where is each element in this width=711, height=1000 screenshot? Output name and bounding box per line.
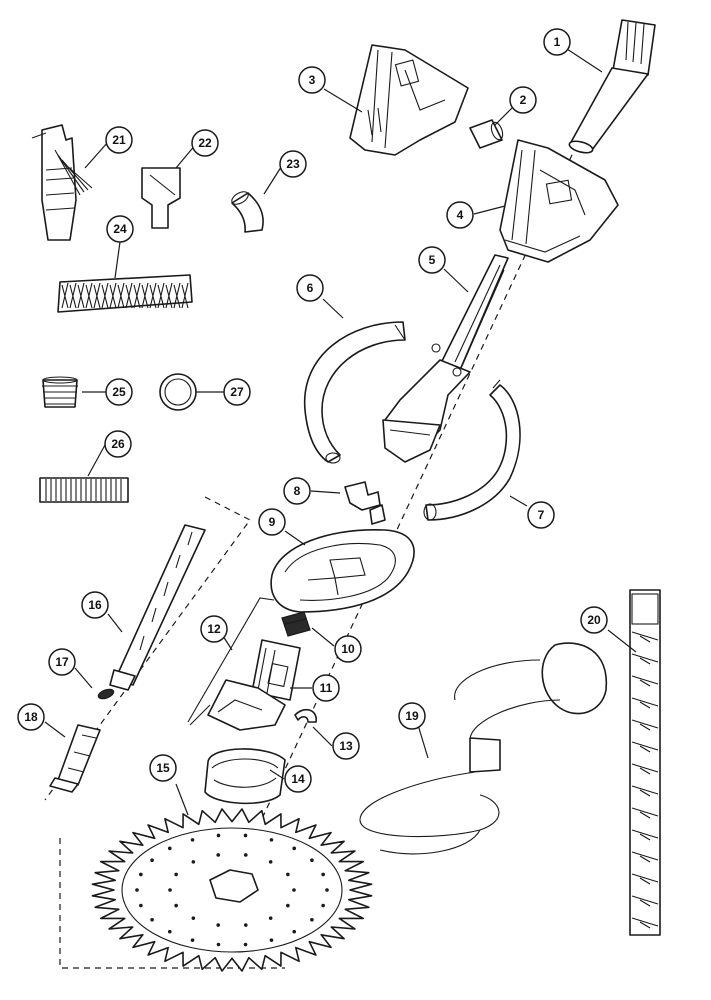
callout-label: 10 bbox=[341, 642, 355, 656]
part-right-bumper bbox=[423, 379, 521, 521]
callout-label: 21 bbox=[112, 133, 126, 147]
callout-25: 25 bbox=[105, 378, 133, 406]
callout-label: 13 bbox=[339, 739, 353, 753]
part-clip bbox=[344, 481, 386, 525]
part-hose-segment bbox=[109, 524, 206, 691]
callout-3: 3 bbox=[298, 66, 326, 94]
part-upper-swivel-housing bbox=[349, 44, 469, 156]
callout-11: 11 bbox=[312, 674, 340, 702]
part-o-ring bbox=[97, 688, 115, 700]
callout-label: 14 bbox=[291, 772, 305, 786]
callout-16: 16 bbox=[81, 591, 109, 619]
part-turbine-housing bbox=[187, 597, 286, 731]
callout-label: 20 bbox=[587, 613, 601, 627]
callout-1: 1 bbox=[543, 28, 571, 56]
callout-9: 9 bbox=[258, 508, 286, 536]
part-hose-adapter bbox=[568, 19, 656, 154]
part-connector-block bbox=[281, 611, 311, 637]
part-float-plate bbox=[270, 529, 415, 613]
part-body-pivot bbox=[382, 254, 509, 463]
part-ring bbox=[159, 373, 197, 411]
part-small-clip bbox=[294, 708, 317, 723]
callout-label: 15 bbox=[156, 761, 170, 775]
callout-label: 9 bbox=[269, 515, 276, 529]
callout-20: 20 bbox=[580, 606, 608, 634]
callout-label: 25 bbox=[112, 385, 126, 399]
callout-label: 19 bbox=[405, 709, 419, 723]
part-mesh-net bbox=[57, 274, 193, 313]
callout-23: 23 bbox=[279, 150, 307, 178]
callout-label: 11 bbox=[320, 681, 333, 695]
callout-13: 13 bbox=[332, 732, 360, 760]
callout-label: 1 bbox=[554, 35, 561, 49]
callout-7: 7 bbox=[527, 501, 555, 529]
callout-4: 4 bbox=[446, 201, 474, 229]
callout-15: 15 bbox=[149, 754, 177, 782]
callout-2: 2 bbox=[509, 86, 537, 114]
part-lower-swivel-housing bbox=[499, 139, 619, 263]
callout-label: 22 bbox=[198, 136, 212, 150]
callout-label: 24 bbox=[113, 222, 127, 236]
part-corrugated-hose bbox=[39, 477, 129, 503]
callout-label: 4 bbox=[457, 208, 464, 222]
callout-12: 12 bbox=[200, 615, 228, 643]
callout-24: 24 bbox=[106, 215, 134, 243]
callout-label: 6 bbox=[307, 281, 314, 295]
callout-19: 19 bbox=[398, 702, 426, 730]
callout-label: 26 bbox=[111, 437, 125, 451]
callout-label: 27 bbox=[230, 385, 244, 399]
part-coupling bbox=[469, 119, 504, 149]
callout-8: 8 bbox=[283, 477, 311, 505]
leader-lines bbox=[44, 48, 637, 816]
callout-10: 10 bbox=[334, 635, 362, 663]
callout-label: 18 bbox=[24, 710, 38, 724]
callout-label: 8 bbox=[294, 484, 301, 498]
callout-26: 26 bbox=[104, 430, 132, 458]
callout-17: 17 bbox=[48, 648, 76, 676]
part-ribbed-cap bbox=[42, 376, 78, 408]
callout-6: 6 bbox=[296, 274, 324, 302]
part-turbine-chamber bbox=[251, 639, 301, 701]
part-left-bumper bbox=[303, 321, 406, 464]
callout-label: 3 bbox=[309, 73, 316, 87]
part-vacuum-fitting bbox=[31, 124, 93, 241]
callout-label: 7 bbox=[538, 508, 545, 522]
callout-label: 12 bbox=[207, 622, 221, 636]
callout-27: 27 bbox=[223, 378, 251, 406]
part-long-hose bbox=[629, 589, 661, 936]
part-leaf-bag-cord bbox=[359, 642, 608, 855]
part-disc bbox=[91, 808, 373, 972]
part-hose-fitting bbox=[49, 724, 101, 793]
part-elbow-fitting bbox=[141, 167, 181, 229]
callout-21: 21 bbox=[105, 126, 133, 154]
callout-label: 2 bbox=[520, 93, 527, 107]
callout-label: 16 bbox=[88, 598, 102, 612]
callout-label: 5 bbox=[429, 253, 436, 267]
part-foot-pad bbox=[204, 748, 286, 805]
callout-label: 23 bbox=[286, 157, 300, 171]
callout-labels: 1 2 3 4 5 6 7 8 9 10 11 12 13 14 15 16 1… bbox=[17, 28, 608, 793]
callout-label: 17 bbox=[55, 655, 69, 669]
callout-18: 18 bbox=[17, 703, 45, 731]
callout-14: 14 bbox=[284, 765, 312, 793]
callout-22: 22 bbox=[191, 129, 219, 157]
callout-5: 5 bbox=[418, 246, 446, 274]
assembly-axis bbox=[44, 94, 601, 969]
part-45-elbow bbox=[231, 191, 264, 233]
